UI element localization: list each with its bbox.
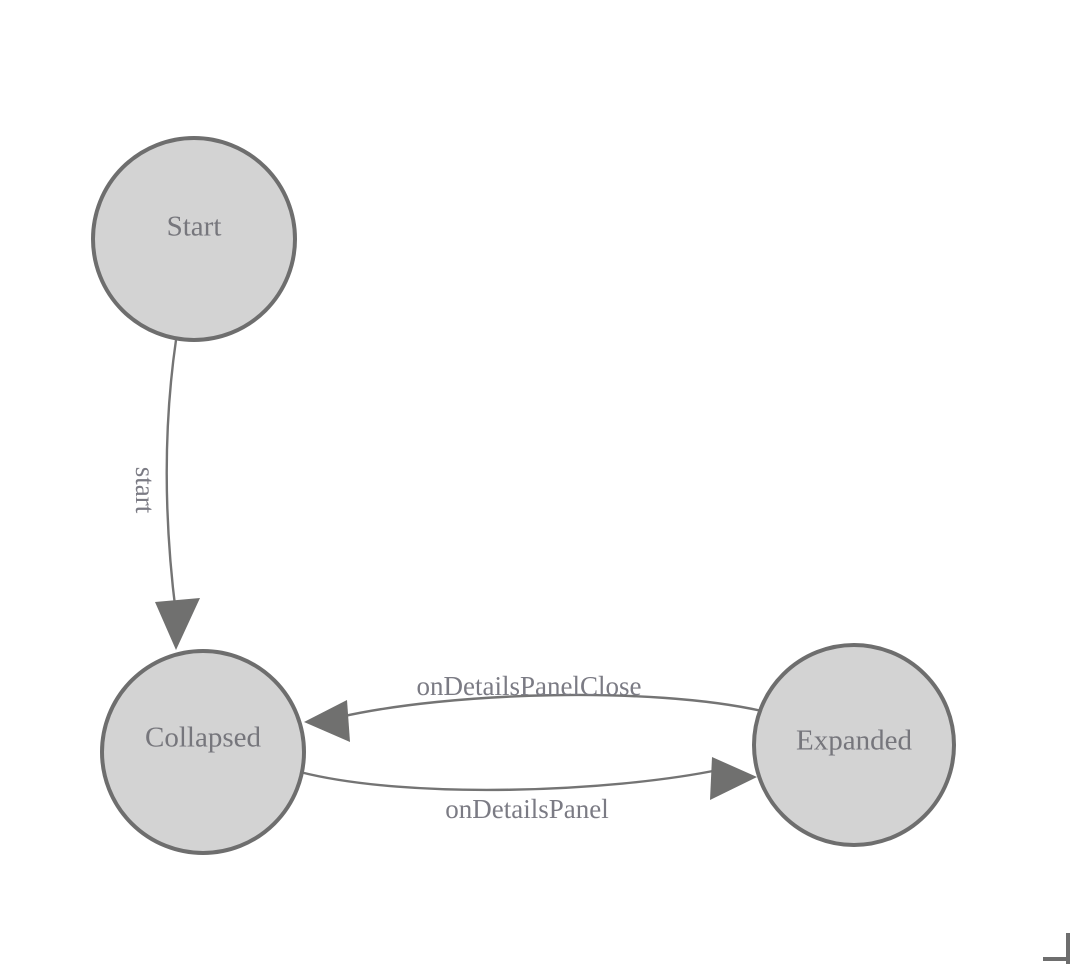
edge-label-on-details-panel-close: onDetailsPanelClose (417, 671, 642, 701)
arrowhead-into-collapsed-top (155, 598, 200, 650)
state-circle-start (91, 136, 297, 342)
state-node-start[interactable]: Start (91, 136, 297, 342)
state-label-collapsed: Collapsed (145, 722, 261, 754)
bottom-right-corner-mark (1043, 933, 1070, 964)
edge-collapsed-to-expanded[interactable] (299, 757, 757, 800)
arrowhead-into-expanded (710, 757, 757, 800)
edge-label-on-details-panel: onDetailsPanel (445, 794, 608, 824)
arrowhead-into-collapsed-right (304, 700, 350, 742)
state-circle-collapsed (100, 649, 306, 855)
corner-mark-vertical (1066, 933, 1070, 964)
edge-label-start: start (130, 467, 160, 514)
state-node-collapsed[interactable]: Collapsed (100, 649, 306, 855)
edge-expanded-to-collapsed[interactable] (304, 693, 763, 742)
edge-start-to-collapsed[interactable] (155, 339, 200, 650)
state-label-expanded: Expanded (796, 725, 912, 757)
edge-path-expanded-to-collapsed (339, 693, 763, 719)
state-label-start: Start (167, 211, 222, 243)
corner-mark-horizontal (1043, 957, 1070, 961)
edge-path-collapsed-to-expanded (299, 768, 719, 792)
edge-path-start-to-collapsed (165, 339, 178, 615)
state-circle-expanded (752, 643, 956, 847)
state-node-expanded[interactable]: Expanded (752, 643, 956, 847)
